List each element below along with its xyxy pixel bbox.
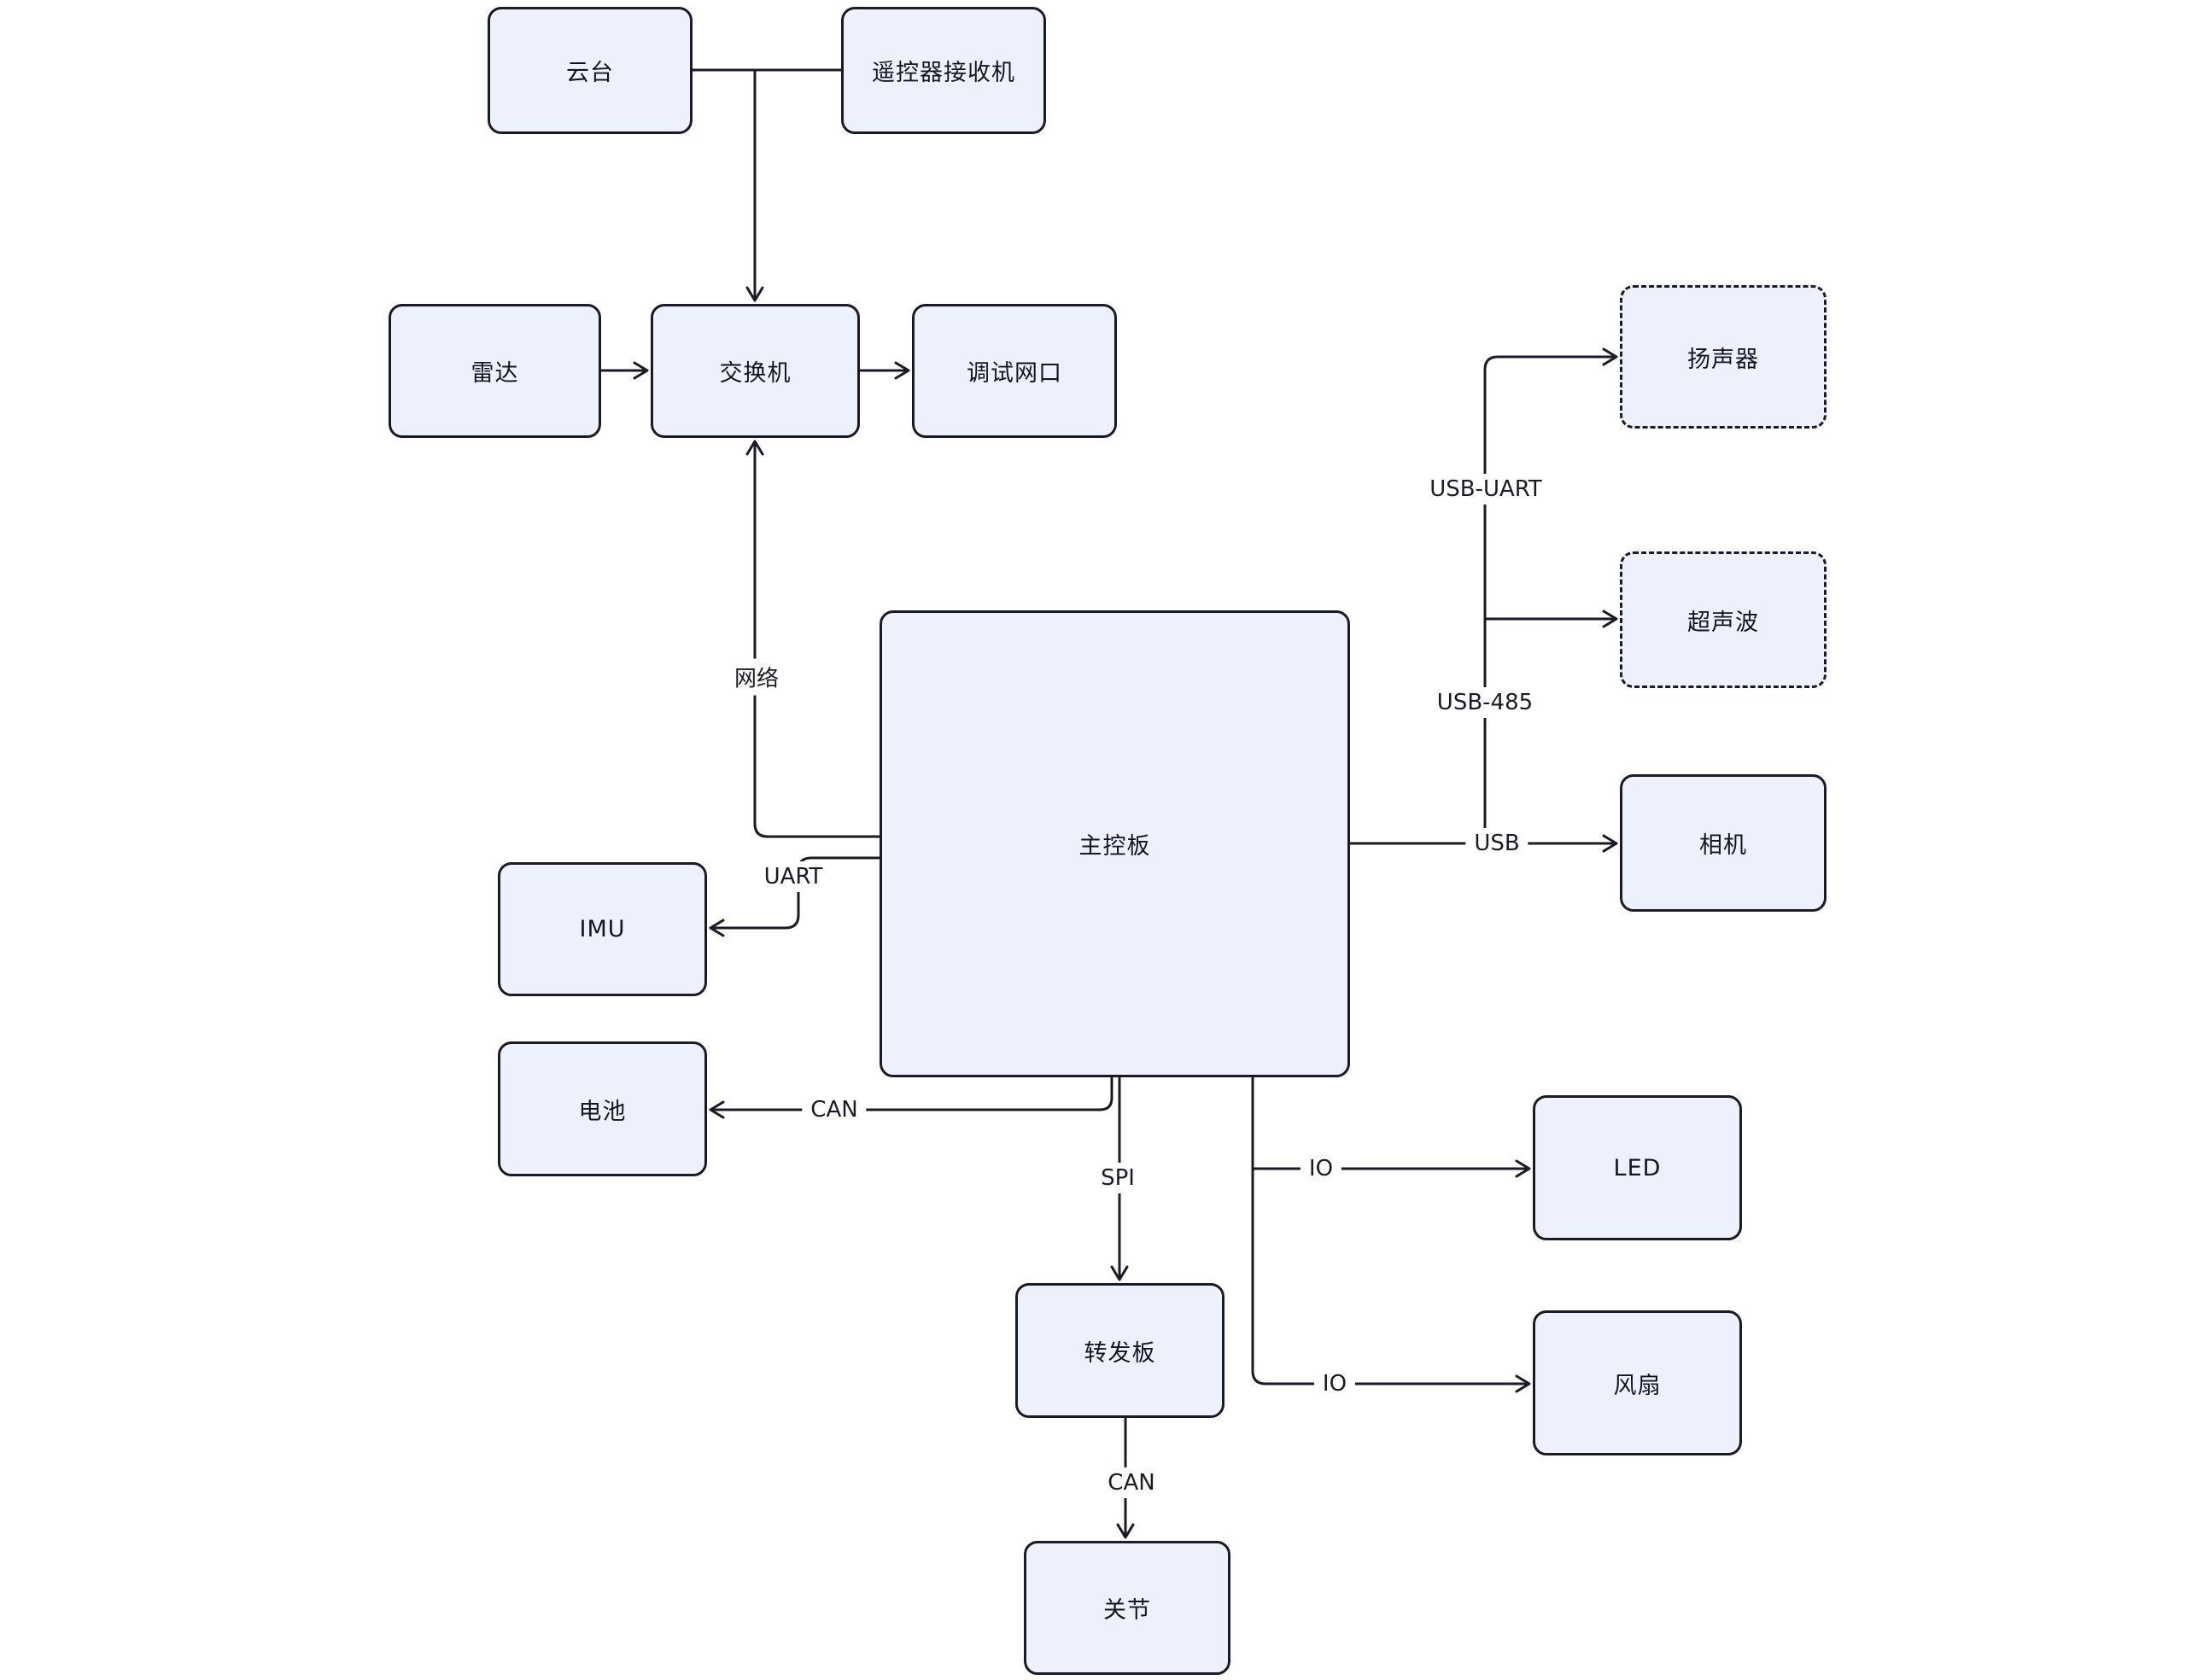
node-remote-receiver-label: 遥控器接收机 bbox=[872, 60, 1015, 86]
edge-mainboard-switch bbox=[745, 440, 881, 838]
node-debug-port-label: 调试网口 bbox=[967, 360, 1062, 387]
edge-label-uart: UART bbox=[755, 861, 832, 892]
node-joint: 关节 bbox=[1024, 1541, 1230, 1675]
node-speaker-label: 扬声器 bbox=[1687, 346, 1759, 373]
edge-label-usb-uart: USB-UART bbox=[1421, 474, 1551, 505]
edge-label-can-joint: CAN bbox=[1099, 1467, 1164, 1498]
edge-label-spi: SPI bbox=[1092, 1163, 1143, 1193]
edge-label-usb: USB bbox=[1465, 828, 1528, 859]
edge-mainboard-fan bbox=[1251, 1076, 1531, 1393]
node-main-board-label: 主控板 bbox=[1078, 833, 1151, 860]
node-joint-label: 关节 bbox=[1103, 1597, 1151, 1624]
node-battery: 电池 bbox=[498, 1041, 707, 1176]
node-ultrasonic: 超声波 bbox=[1620, 551, 1827, 688]
node-radar: 雷达 bbox=[389, 304, 601, 438]
node-fan: 风扇 bbox=[1533, 1310, 1742, 1455]
node-battery-label: 电池 bbox=[578, 1098, 627, 1125]
node-forward-board-label: 转发板 bbox=[1084, 1339, 1156, 1367]
edge-label-can-battery: CAN bbox=[802, 1094, 867, 1125]
node-led-label: LED bbox=[1613, 1154, 1662, 1181]
node-switch-label: 交换机 bbox=[719, 360, 792, 387]
edge-mainboard-speaker bbox=[1483, 347, 1618, 845]
edge-mainboard-imu bbox=[709, 856, 881, 937]
edge-label-network: 网络 bbox=[725, 658, 788, 696]
node-debug-port: 调试网口 bbox=[912, 304, 1117, 438]
node-forward-board: 转发板 bbox=[1015, 1283, 1225, 1418]
edge-label-io-led: IO bbox=[1300, 1153, 1342, 1184]
node-main-board: 主控板 bbox=[880, 610, 1350, 1077]
node-gimbal: 云台 bbox=[488, 7, 693, 134]
edge-mainboard-battery bbox=[709, 1076, 1113, 1119]
node-imu-label: IMU bbox=[579, 916, 626, 942]
node-led: LED bbox=[1533, 1095, 1742, 1240]
node-speaker: 扬声器 bbox=[1620, 285, 1827, 429]
node-camera: 相机 bbox=[1620, 774, 1827, 912]
node-fan-label: 风扇 bbox=[1613, 1372, 1662, 1399]
node-remote-receiver: 遥控器接收机 bbox=[841, 7, 1046, 134]
node-imu: IMU bbox=[498, 862, 707, 996]
edge-label-usb-485: USB-485 bbox=[1428, 687, 1542, 718]
node-ultrasonic-label: 超声波 bbox=[1687, 609, 1759, 636]
node-radar-label: 雷达 bbox=[471, 360, 519, 387]
node-camera-label: 相机 bbox=[1699, 832, 1747, 859]
node-switch: 交换机 bbox=[651, 304, 860, 438]
edge-label-io-fan: IO bbox=[1313, 1368, 1356, 1399]
node-gimbal-label: 云台 bbox=[566, 60, 614, 86]
